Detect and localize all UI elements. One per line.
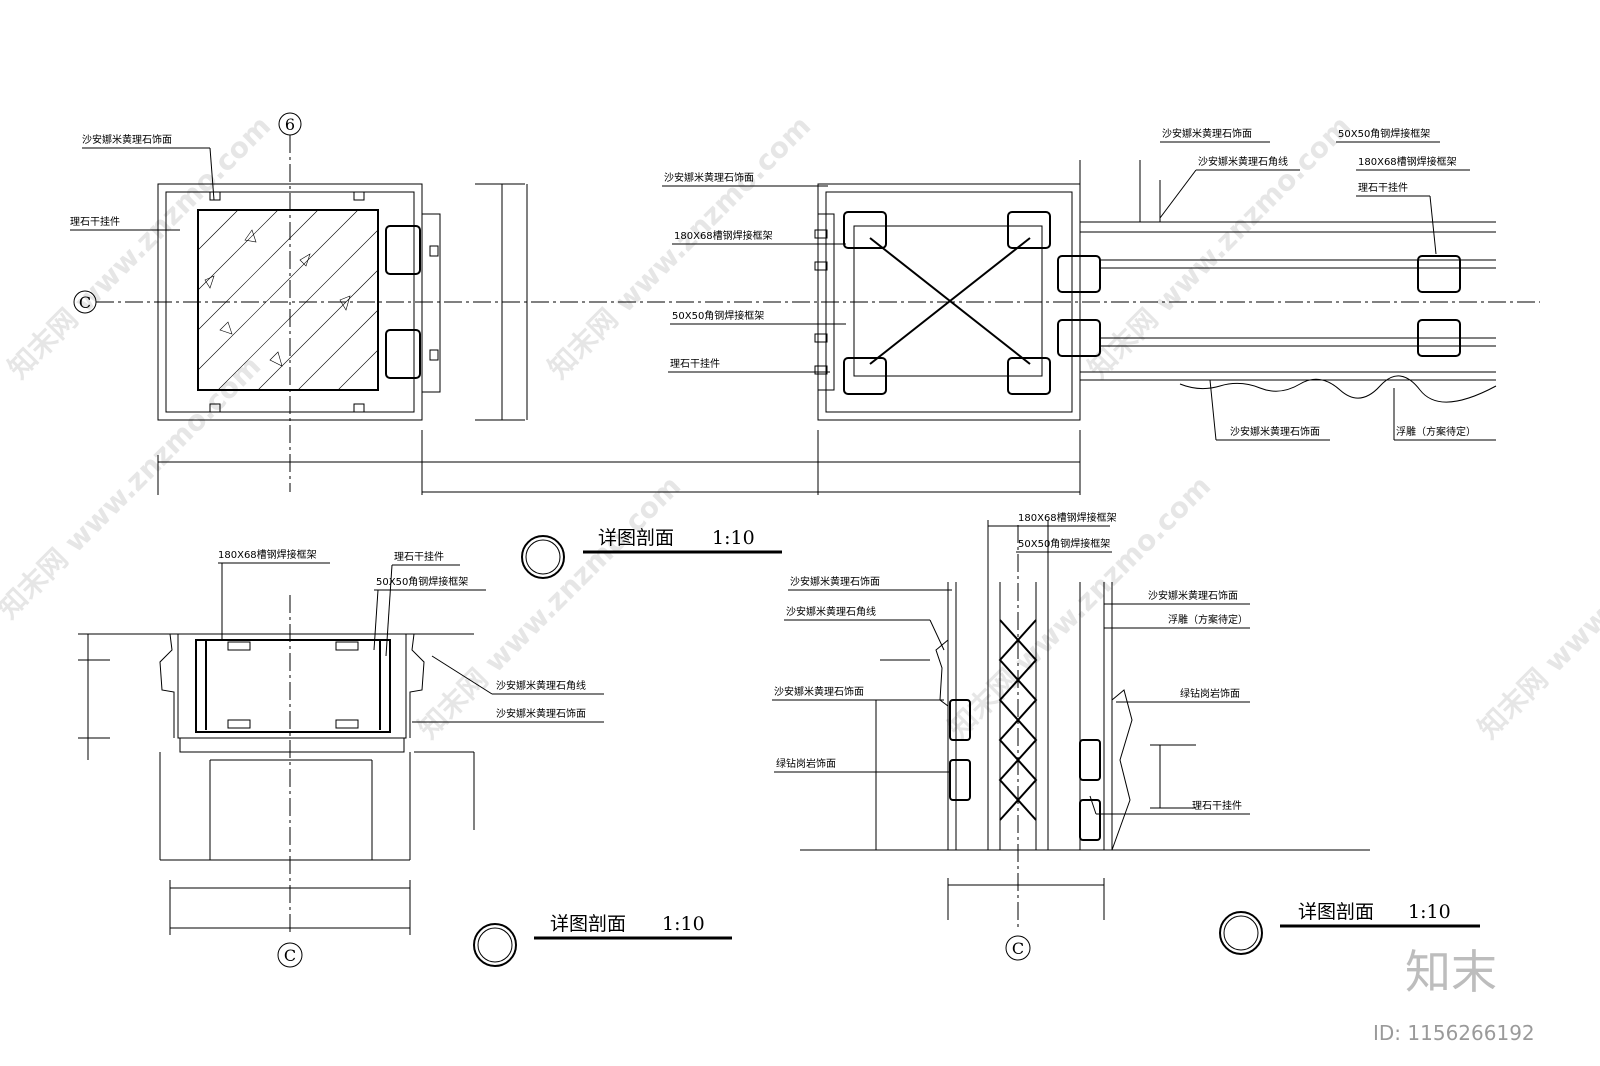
watermark-5: 知末网 www.znzmo.com <box>412 469 688 745</box>
title-bubble-left <box>473 923 517 967</box>
section-title-left-text: 详图剖面 <box>550 913 626 935</box>
frame-channel-tl <box>843 211 887 249</box>
watermark-6: 知末网 www.znzmo.com <box>942 469 1218 745</box>
section-right-axis-label: C <box>1012 939 1024 958</box>
plan-frame-labels: 沙安娜米黄理石饰面 180X68槽钢焊接框架 50X50角钢焊接框架 理石干挂件… <box>662 127 1496 441</box>
label-angle-frame-r: 50X50角钢焊接框架 <box>1338 127 1430 140</box>
plan-left-labels: 沙安娜米黄理石饰面 理石干挂件 <box>70 133 215 231</box>
relief-profile <box>1111 689 1133 851</box>
label-stone-hanger-r: 理石干挂件 <box>1358 181 1408 194</box>
relief-edge <box>1179 375 1497 403</box>
section-channel-frame <box>195 639 391 733</box>
label-sl-angle-frame: 50X50角钢焊接框架 <box>376 575 468 588</box>
label-sr-corner-line: 沙安娜米黄理石角线 <box>786 605 876 618</box>
axis-c-bubble <box>73 290 97 314</box>
label-angle-frame: 50X50角钢焊接框架 <box>672 309 764 322</box>
title-bubble-right <box>1219 911 1263 955</box>
plan-column-square: 6 C <box>73 112 1540 495</box>
label-sl-stone-hanger: 理石干挂件 <box>394 550 444 563</box>
section-title-right: 详图剖面 1:10 <box>1219 901 1480 955</box>
watermark-1: 知末网 www.znzmo.com <box>2 109 278 385</box>
label-relief: 浮雕（方案待定） <box>1396 425 1476 438</box>
corner-molding-right <box>935 639 949 707</box>
frame-channel-tr <box>1007 211 1051 249</box>
watermark-7: 知末网 www.znzmo.com <box>1472 469 1600 745</box>
section-right-labels: 180X68槽钢焊接框架 50X50角钢焊接框架 沙安娜米黄理石饰面 沙安娜米黄… <box>772 511 1250 815</box>
stone-cladding-outline <box>157 183 423 421</box>
label-sr-stone-hanger: 理石干挂件 <box>1192 799 1242 812</box>
label-stone-hanger-2: 理石干挂件 <box>670 357 720 370</box>
section-left-labels: 180X68槽钢焊接框架 理石干挂件 50X50角钢焊接框架 沙安娜米黄理石角线… <box>218 548 604 723</box>
image-id-label: ID: 1156266192 <box>1373 1021 1535 1045</box>
beam-channel-1 <box>1417 255 1461 293</box>
section-right-axis-bubble <box>1005 935 1031 961</box>
label-sr-relief: 浮雕（方案待定） <box>1168 613 1248 626</box>
label-sandstone-face: 沙安娜米黄理石饰面 <box>82 133 172 146</box>
section-left-drawing: C <box>78 595 475 968</box>
frame-cladding-outline <box>817 183 1081 421</box>
watermark-2: 知末网 www.znzmo.com <box>542 109 818 385</box>
brand-logo: 知末 <box>1405 945 1497 999</box>
diagonal-brace-2 <box>869 237 1031 365</box>
label-sr-green-granite-1: 绿钻岗岩饰面 <box>776 757 836 770</box>
section-right-drawing: C <box>800 520 1370 961</box>
label-stone-hanger: 理石干挂件 <box>70 215 120 228</box>
label-sr-channel-frame: 180X68槽钢焊接框架 <box>1018 511 1117 524</box>
section-title-left: 详图剖面 1:10 <box>473 913 732 967</box>
label-sr-sandstone-face-2: 沙安娜米黄理石饰面 <box>774 685 864 698</box>
steel-channel-2 <box>385 329 421 379</box>
label-sr-angle-frame: 50X50角钢焊接框架 <box>1018 537 1110 550</box>
steel-channel-1 <box>385 225 421 275</box>
cornice-left <box>146 633 175 738</box>
frame-channel-rm1 <box>1057 255 1101 293</box>
section-left-axis-bubble <box>277 942 303 968</box>
label-sandstone-face-bottom: 沙安娜米黄理石饰面 <box>1230 425 1320 438</box>
title-bubble-mid <box>521 535 565 579</box>
watermark-3: 知末网 www.znzmo.com <box>1082 109 1358 385</box>
section-scale-left: 1:10 <box>662 913 705 935</box>
label-corner-line-top: 沙安娜米黄理石角线 <box>1198 155 1288 168</box>
axis-6-label: 6 <box>285 115 295 134</box>
frame-channel-br <box>1007 357 1051 395</box>
concrete-core <box>197 209 379 391</box>
beam-channel-2 <box>1417 319 1461 357</box>
frame-channel-bl <box>843 357 887 395</box>
label-channel-frame: 180X68槽钢焊接框架 <box>674 229 773 242</box>
axis-6-bubble <box>278 112 302 136</box>
label-sr-sandstone-face-r: 沙安娜米黄理石饰面 <box>1148 589 1238 602</box>
label-sl-corner-line: 沙安娜米黄理石角线 <box>496 679 586 692</box>
concrete-hatch <box>197 209 379 391</box>
lattice-brace <box>998 619 1038 821</box>
label-sl-channel-frame: 180X68槽钢焊接框架 <box>218 548 317 561</box>
hanger-anchors <box>209 191 439 413</box>
label-sl-sandstone-face: 沙安娜米黄理石饰面 <box>496 707 586 720</box>
section-title-mid-text: 详图剖面 <box>598 527 674 549</box>
label-sr-green-granite-r: 绿钻岗岩饰面 <box>1180 687 1240 700</box>
label-sandstone-face-top: 沙安娜米黄理石饰面 <box>1162 127 1252 140</box>
plan-steel-frame <box>422 160 1497 495</box>
axis-c-label: C <box>79 293 91 312</box>
section-title-mid: 详图剖面 1:10 <box>521 527 782 579</box>
cornice-right <box>409 633 434 738</box>
section-scale-right: 1:10 <box>1408 901 1451 923</box>
section-title-right-text: 详图剖面 <box>1298 901 1374 923</box>
label-channel-frame-r: 180X68槽钢焊接框架 <box>1358 155 1457 168</box>
section-left-axis-label: C <box>284 946 296 965</box>
label-sr-sandstone-face-1: 沙安娜米黄理石饰面 <box>790 575 880 588</box>
section-scale-mid: 1:10 <box>712 527 755 549</box>
label-sandstone-face-2: 沙安娜米黄理石饰面 <box>664 171 754 184</box>
